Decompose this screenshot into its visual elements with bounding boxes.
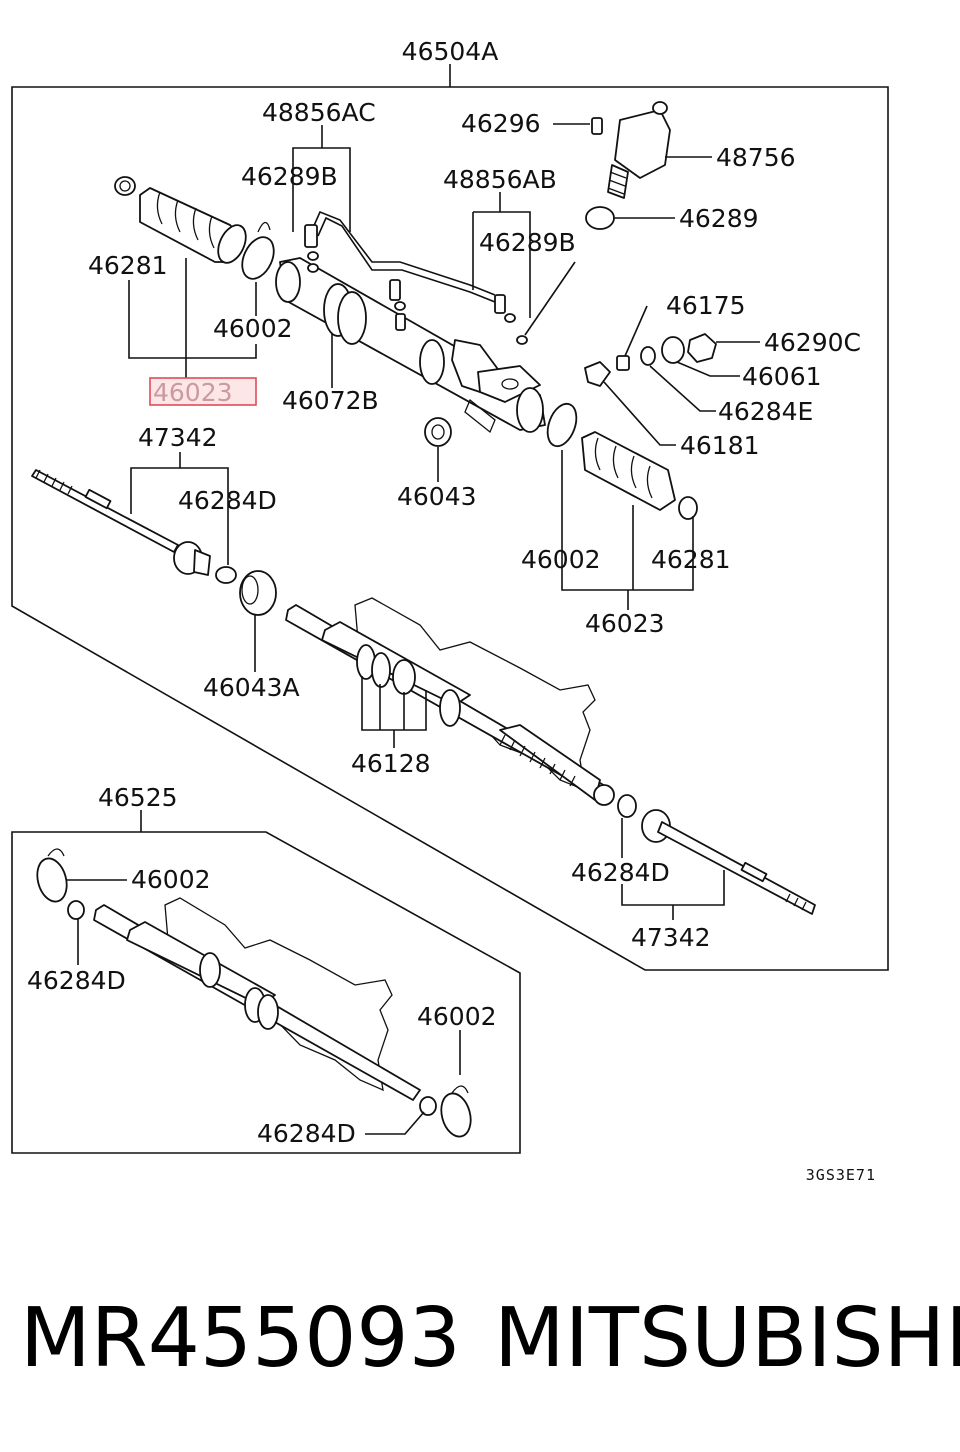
label-46061: 46061 xyxy=(742,362,822,391)
rack-housing xyxy=(275,257,546,434)
label-46296: 46296 xyxy=(461,109,541,138)
label-46023-b: 46023 xyxy=(585,609,665,638)
left-rack-boot xyxy=(114,176,247,264)
label-46284E: 46284E xyxy=(718,397,813,426)
subassembly-rack xyxy=(36,848,472,1138)
label-46002-b: 46002 xyxy=(521,545,601,574)
part-number: MR455093 xyxy=(20,1291,461,1386)
label-46284D-d: 46284D xyxy=(257,1119,356,1148)
label-46002-c: 46002 xyxy=(131,865,211,894)
label-48856AC: 48856AC xyxy=(262,98,376,127)
label-46002-d: 46002 xyxy=(417,1002,497,1031)
highlighted-part-label: 46023 xyxy=(153,378,233,407)
label-46284D-c: 46284D xyxy=(27,966,126,995)
pinion-parts xyxy=(424,333,717,447)
label-46181: 46181 xyxy=(680,431,760,460)
right-boot xyxy=(546,402,698,520)
callout-labels: 48856AC 46296 48756 46289B 48856AB 46289… xyxy=(27,98,861,1148)
label-46043A: 46043A xyxy=(203,673,300,702)
label-46072B: 46072B xyxy=(282,386,379,415)
assembly-frame xyxy=(11,86,889,971)
feed-pipes xyxy=(304,210,528,345)
label-48756: 48756 xyxy=(716,143,796,172)
label-46281-b: 46281 xyxy=(651,545,731,574)
drawing-code: 3GS3E71 xyxy=(806,1166,876,1184)
label-46175: 46175 xyxy=(666,291,746,320)
leader-lines xyxy=(66,123,760,1135)
label-46128: 46128 xyxy=(351,749,431,778)
assembly-label: 46504A xyxy=(402,37,499,66)
label-47342-a: 47342 xyxy=(138,423,218,452)
label-46289: 46289 xyxy=(679,204,759,233)
label-48856AB: 48856AB xyxy=(443,165,557,194)
left-boot-clip xyxy=(241,221,275,280)
label-46284D-a: 46284D xyxy=(178,486,277,515)
valve-body xyxy=(585,101,671,230)
label-46289B-b: 46289B xyxy=(479,228,576,257)
left-tie-rod xyxy=(31,469,277,616)
label-46043: 46043 xyxy=(397,482,477,511)
label-46284D-b: 46284D xyxy=(571,858,670,887)
label-46289B-a: 46289B xyxy=(241,162,338,191)
subassembly-frame xyxy=(11,831,521,1154)
label-46281-a: 46281 xyxy=(88,251,168,280)
lower-rack-assembly xyxy=(285,597,615,806)
right-tie-rod xyxy=(617,794,816,915)
highlighted-part-box xyxy=(149,377,257,406)
label-46290C: 46290C xyxy=(764,328,861,357)
label-46002-a: 46002 xyxy=(213,314,293,343)
brand-name: MITSUBISHI xyxy=(494,1291,960,1386)
label-47342-b: 47342 xyxy=(631,923,711,952)
label-46525: 46525 xyxy=(98,783,178,812)
